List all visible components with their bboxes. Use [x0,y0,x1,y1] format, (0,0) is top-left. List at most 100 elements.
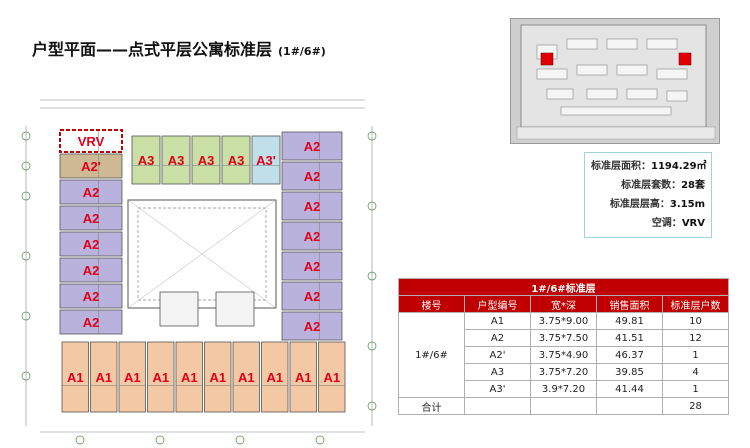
unit-bottom-3: A1 [118,341,146,413]
floor-info-panel: 标准层面积：1194.29㎡ 标准层套数：28套 标准层层高：3.15m 空调：… [584,152,712,238]
unit-label: A3 [198,153,215,168]
table-header: 标准层户数 [661,295,730,313]
site-map-drawing [511,19,719,143]
unit-top-3: A3 [191,135,221,185]
unit-block [59,179,123,205]
unit-label: A1 [124,370,141,385]
type-cell: A2' [464,346,531,364]
unit-bottom-7: A1 [232,341,260,413]
info-label: 标准层层高： [609,199,670,210]
stair-core-left [159,291,199,327]
unit-bottom-2: A1 [90,341,118,413]
unit-left-1: VRV [59,129,123,153]
unit-right-3: A2 [281,191,343,221]
type-cell: A1 [464,312,531,330]
courtyard-diagonal [127,199,277,309]
unit-bottom-8: A1 [261,341,289,413]
unit-top-4: A3 [221,135,251,185]
table-total-row: 合计 28 [398,397,730,415]
unit-block [281,191,343,221]
table-header: 楼号 [398,295,465,313]
unit-block [251,135,281,185]
unit-block [59,257,123,283]
unit-label: A1 [323,370,340,385]
unit-bottom-1: A1 [61,341,89,413]
info-value: 3.15m [669,199,705,210]
table-header: 户型编号 [464,295,531,313]
size-cell: 3.75*9.00 [530,312,597,330]
unit-left-6: A2 [59,257,123,283]
grid-markers [21,131,377,445]
table-row: A2 3.75*7.50 41.51 12 [399,329,730,347]
count-cell: 1 [661,346,730,364]
site-marker-1 [540,52,554,66]
unit-label: A2 [83,211,100,226]
unit-right-6: A2 [281,281,343,311]
size-cell: 3.9*7.20 [530,380,597,398]
page-title-main: 户型平面——点式平层公寓标准层 [32,40,273,59]
unit-top-5: A3' [251,135,281,185]
count-cell: 12 [661,329,730,347]
unit-block [59,129,123,153]
unit-mix-table: 1#/6#标准层 楼号 户型编号 宽*深 销售面积 标准层户数 1#/6# A1… [397,278,730,415]
info-value: 28套 [681,180,705,191]
unit-block [90,341,118,413]
info-value: 1194.29㎡ [651,161,707,172]
info-row-units: 标准层套数：28套 [591,176,705,195]
table-caption: 1#/6#标准层 [397,278,730,296]
unit-label: A1 [152,370,169,385]
unit-block [59,309,123,335]
unit-block [161,135,191,185]
unit-block [318,341,346,413]
table-row: A3 3.75*7.20 39.85 4 [399,363,730,381]
page-title-sub: (1#/6#) [278,45,326,58]
unit-right-2: A2 [281,161,343,191]
unit-left-5: A2 [59,231,123,257]
info-row-height: 标准层层高：3.15m [591,195,705,214]
unit-left-7: A2 [59,283,123,309]
area-cell: 39.85 [596,363,663,381]
info-row-area: 标准层面积：1194.29㎡ [591,157,707,176]
count-cell: 10 [661,312,730,330]
count-cell: 4 [661,363,730,381]
unit-block [281,161,343,191]
info-row-ac: 空调：VRV [591,214,705,233]
type-cell: A3' [464,380,531,398]
unit-block [289,341,317,413]
info-label: 标准层面积： [591,161,651,172]
unit-bottom-6: A1 [204,341,232,413]
unit-left-8: A2 [59,309,123,335]
unit-block [59,205,123,231]
site-location-map [510,18,720,144]
unit-label: A2' [81,159,101,174]
unit-label: A3' [256,153,276,168]
total-count-cell: 28 [661,397,730,415]
table-row: 1#/6# A1 3.75*9.00 49.81 10 [398,312,730,398]
unit-label: A2 [83,315,100,330]
unit-top-1: A3 [131,135,161,185]
unit-block [281,281,343,311]
unit-block [59,283,123,309]
unit-block [281,221,343,251]
unit-label: A2 [83,289,100,304]
size-cell: 3.75*4.90 [530,346,597,364]
unit-label: VRV [78,134,105,149]
unit-block [191,135,221,185]
unit-label: A2 [304,259,321,274]
unit-block [232,341,260,413]
unit-top-2: A3 [161,135,191,185]
unit-bottom-4: A1 [147,341,175,413]
unit-label: A2 [304,139,321,154]
unit-label: A2 [304,289,321,304]
unit-block [175,341,203,413]
unit-block [131,135,161,185]
table-header: 宽*深 [530,295,597,313]
unit-bottom-10: A1 [318,341,346,413]
unit-label: A1 [266,370,283,385]
count-cell: 1 [661,380,730,398]
unit-label: A1 [238,370,255,385]
page-title: 户型平面——点式平层公寓标准层 (1#/6#) [32,36,326,60]
unit-block [281,251,343,281]
